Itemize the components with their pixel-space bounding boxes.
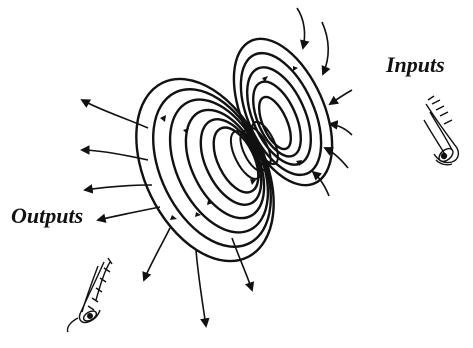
output-arrow xyxy=(196,250,206,326)
ring-arrowhead xyxy=(170,215,177,220)
output-arrow xyxy=(85,185,152,190)
output-arrow xyxy=(98,207,160,220)
input-arrow xyxy=(330,90,352,104)
input-arrow xyxy=(322,22,328,74)
outputs-eye-icon xyxy=(67,258,112,332)
input-arrow xyxy=(330,124,352,135)
inputs-label: Inputs xyxy=(386,54,445,76)
left-disk-ring xyxy=(129,70,294,266)
ring-arrowhead xyxy=(293,66,298,71)
outputs-label: Outputs xyxy=(11,205,83,227)
ring-arrowhead xyxy=(160,115,166,122)
output-arrow xyxy=(144,228,170,280)
input-arrow xyxy=(297,8,305,48)
ring-arrowhead xyxy=(250,179,256,185)
inputs-eye-icon xyxy=(424,96,458,165)
